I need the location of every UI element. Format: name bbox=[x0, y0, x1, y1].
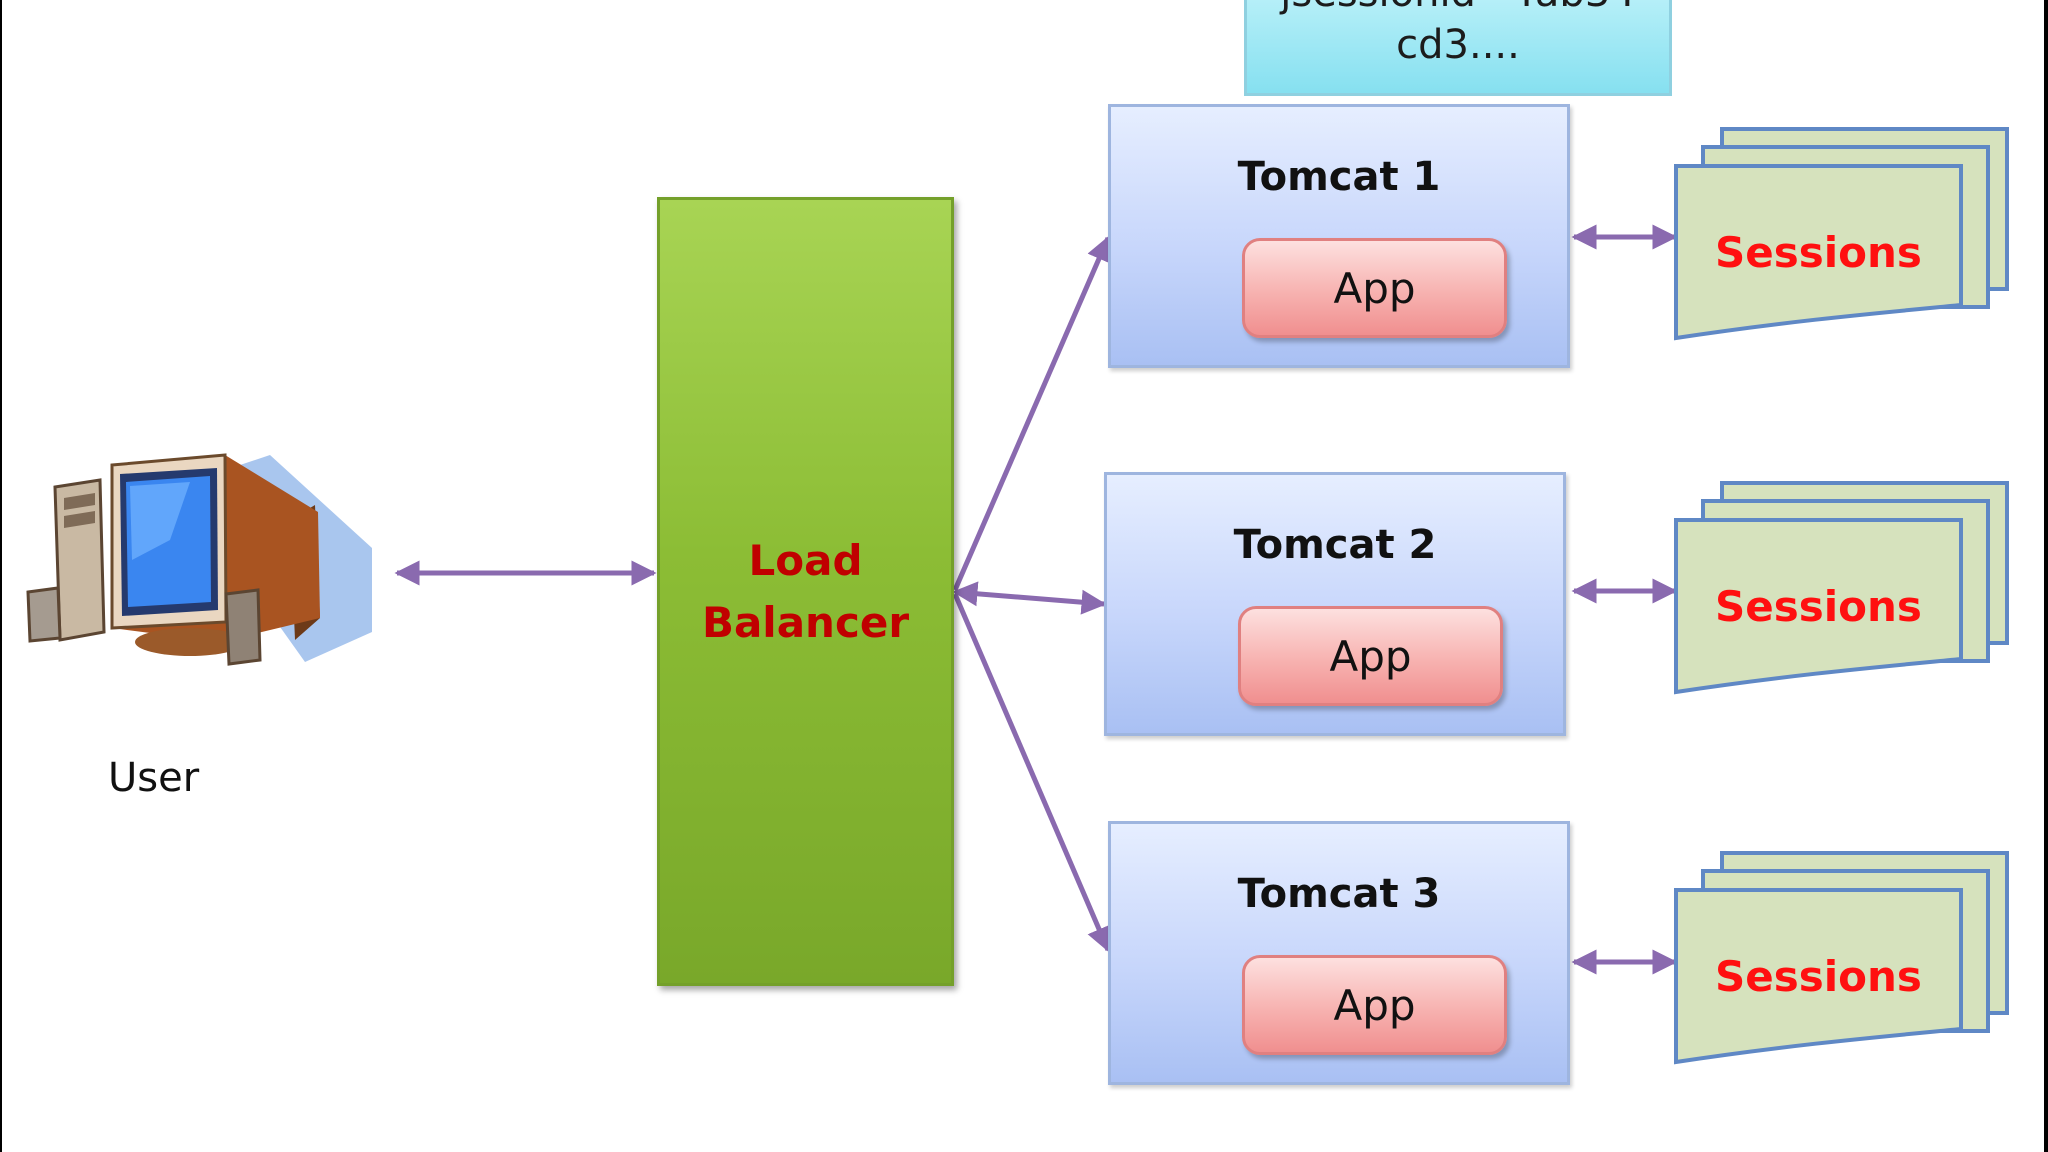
tomcat-2-title: Tomcat 2 bbox=[1233, 522, 1437, 568]
user-label: User bbox=[108, 755, 200, 801]
tomcat-3-node: Tomcat 3 App bbox=[1108, 821, 1570, 1085]
load-balancer-label-line-2: Balancer bbox=[701, 597, 910, 647]
tomcat-1-node: Tomcat 1 App bbox=[1108, 104, 1570, 368]
session-id-note: jsessionid=4ab34 cd3.... bbox=[1244, 0, 1672, 96]
sessions-3-label: Sessions bbox=[1715, 951, 1922, 1001]
tomcat-1-app-button[interactable]: App bbox=[1242, 238, 1507, 338]
sessions-1-label: Sessions bbox=[1715, 227, 1922, 277]
load-balancer-node: Load Balancer bbox=[657, 197, 954, 986]
tomcat-2-node: Tomcat 2 App bbox=[1104, 472, 1566, 736]
tomcat-3-title: Tomcat 3 bbox=[1237, 871, 1441, 917]
edge-load-balancer-tomcat-1 bbox=[952, 235, 1111, 591]
tomcat-3-app-button[interactable]: App bbox=[1242, 955, 1507, 1055]
tomcat-1-title: Tomcat 1 bbox=[1237, 154, 1441, 200]
edge-load-balancer-tomcat-2 bbox=[952, 581, 1107, 615]
load-balancer-label: Load Balancer bbox=[660, 530, 951, 654]
session-id-line-2: cd3.... bbox=[1396, 22, 1520, 68]
load-balancer-label-line-1: Load bbox=[748, 535, 863, 585]
edge-load-balancer-tomcat-3 bbox=[952, 593, 1111, 953]
sessions-2-label: Sessions bbox=[1715, 581, 1922, 631]
session-id-line-1: jsessionid=4ab34 bbox=[1247, 0, 1669, 19]
left-border bbox=[0, 0, 2, 1152]
right-border bbox=[2044, 0, 2048, 1152]
tomcat-2-app-button[interactable]: App bbox=[1238, 606, 1503, 706]
desktop-computer-icon bbox=[26, 453, 372, 666]
